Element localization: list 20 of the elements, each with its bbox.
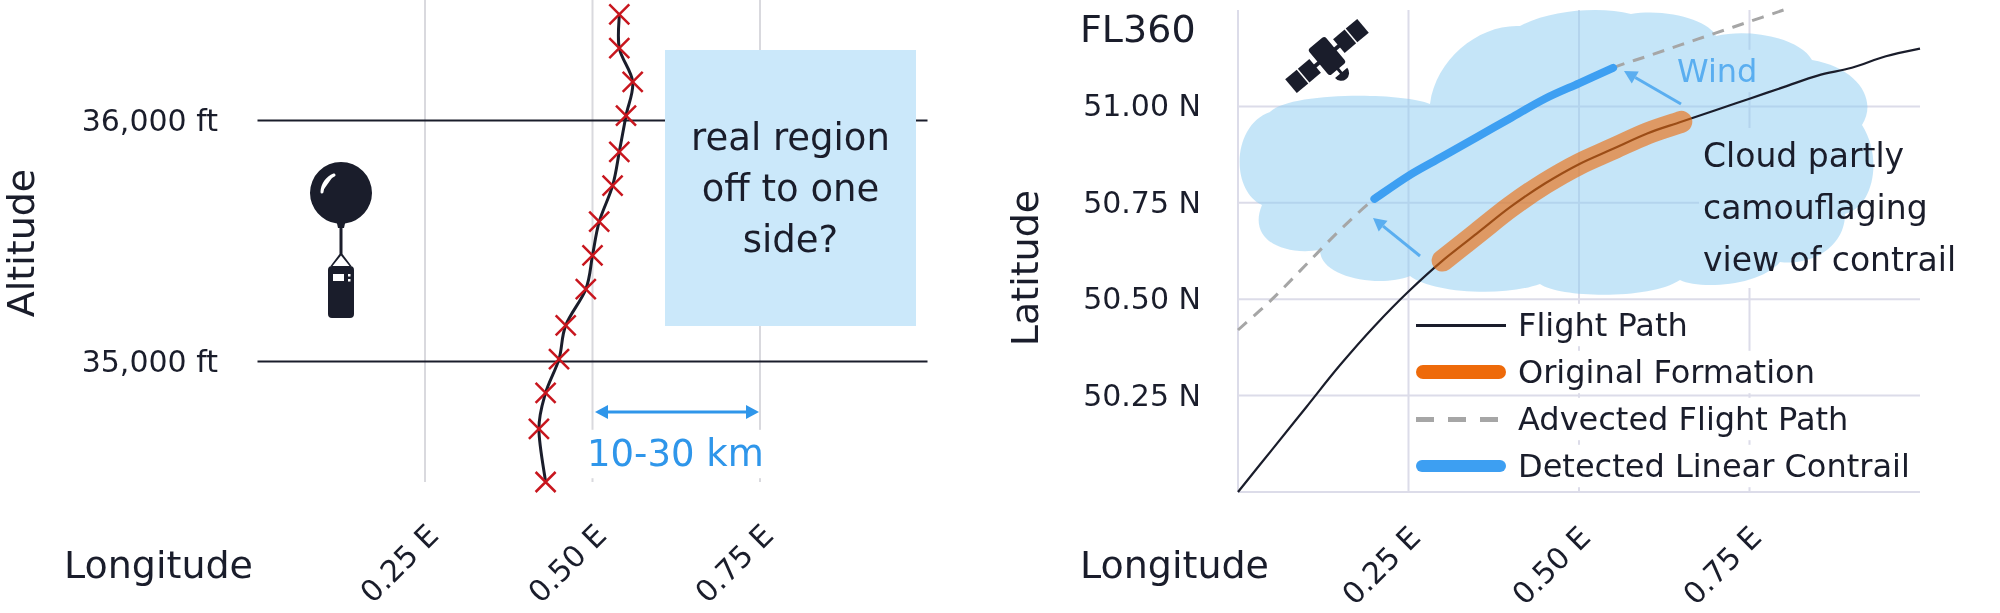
- legend-label: Original Formation: [1518, 352, 1815, 392]
- axis-tick-label: 51.00 N: [1083, 88, 1201, 125]
- axis-title: Altitude: [0, 168, 45, 318]
- dimension-label: 10-30 km: [587, 431, 764, 477]
- axis-tick-label: 50.50 N: [1083, 281, 1201, 318]
- legend-label: Detected Linear Contrail: [1518, 446, 1910, 486]
- axis-tick-label: 36,000 ft: [81, 102, 218, 139]
- chart-title: FL360: [1080, 7, 1196, 53]
- legend-label: Advected Flight Path: [1518, 399, 1849, 439]
- axis-title: Longitude: [1080, 543, 1269, 589]
- shaded-region: [665, 50, 916, 326]
- annotation-text: Cloud partly camouflaging view of contrail: [1703, 135, 1958, 281]
- region-note: real region off to one side?: [690, 114, 891, 263]
- axis-tick-label: 50.25 N: [1083, 377, 1201, 414]
- axis-tick-label: 50.75 N: [1083, 184, 1201, 221]
- axis-title: Longitude: [64, 543, 253, 589]
- axis-tick-label: 35,000 ft: [81, 343, 218, 380]
- axis-title: Latitude: [1003, 189, 1049, 347]
- legend-label: Flight Path: [1518, 305, 1688, 345]
- annotation-label: Wind: [1677, 51, 1758, 91]
